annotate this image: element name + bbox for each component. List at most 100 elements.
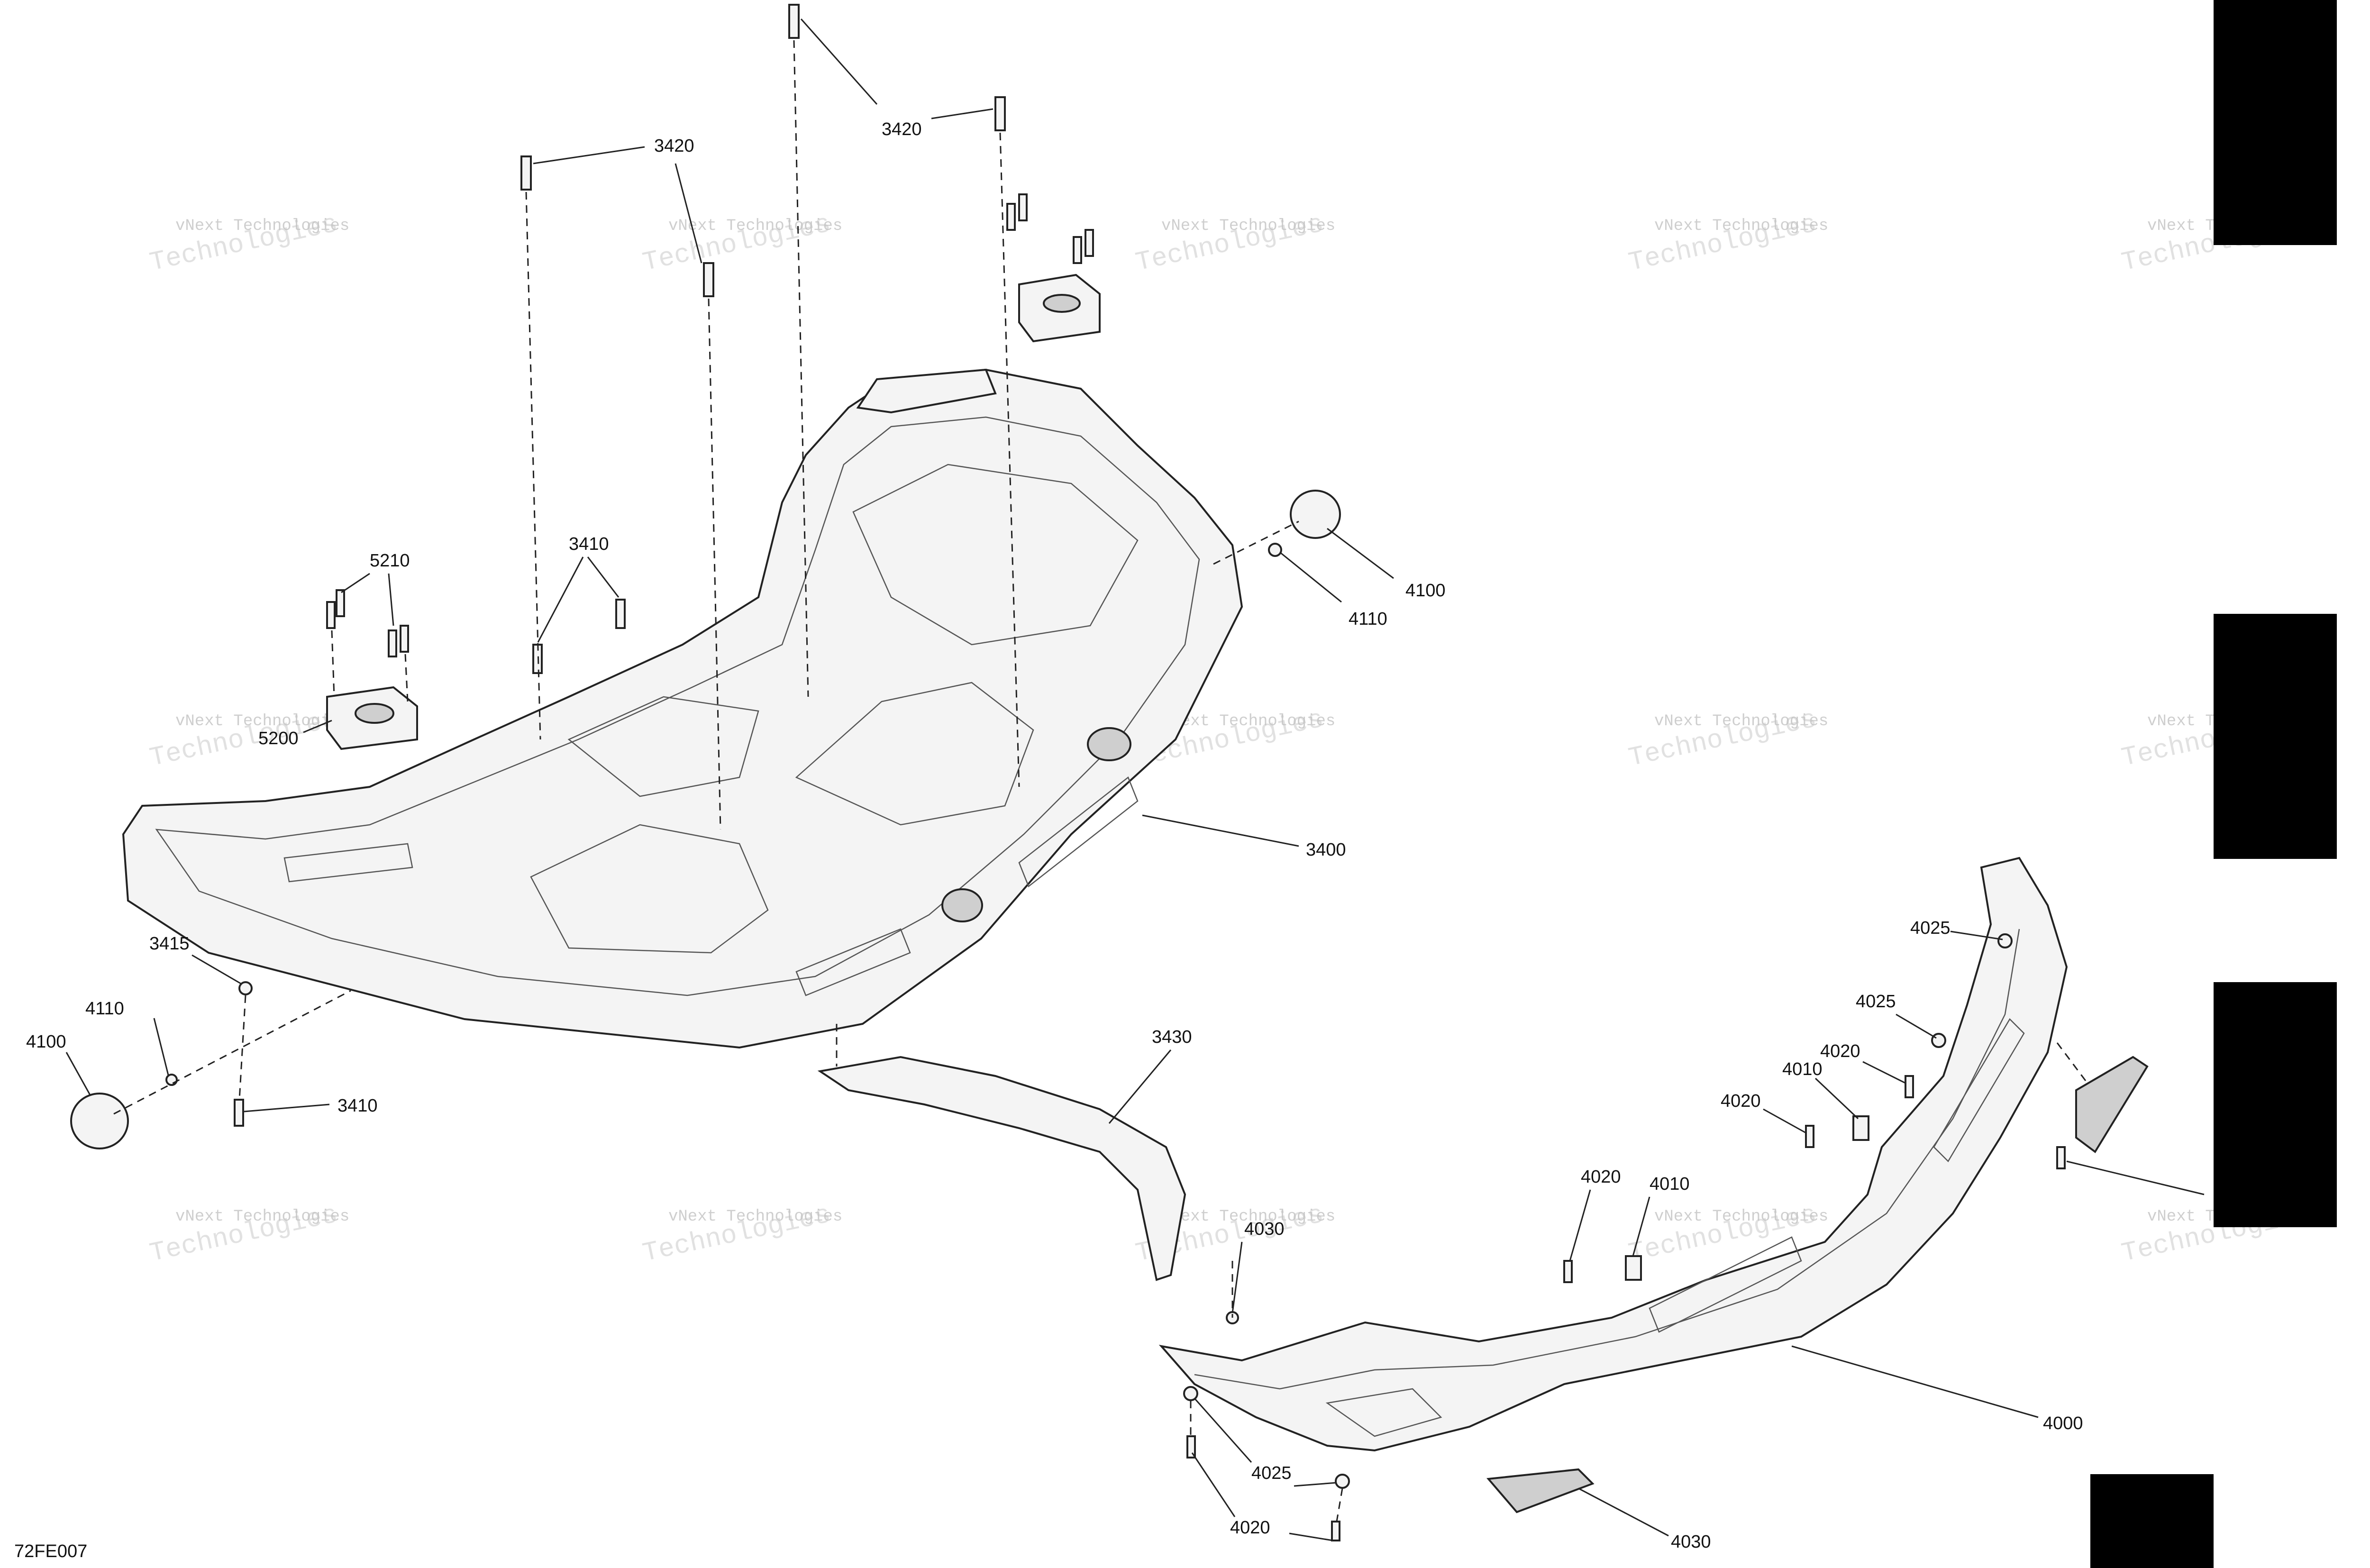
leader-line [1578,1487,1669,1537]
callout-4020: 4020 [1721,1091,1761,1111]
watermark-text: vNext Technologies [1161,1208,1335,1226]
watermark-text: vNext Technologies [1654,217,1828,235]
skid-plate-outline [122,368,1243,1049]
screw [520,155,532,191]
washer [1931,1033,1946,1048]
leader-line [587,556,620,598]
bracket-5200-left [326,686,418,750]
callout-3400: 3400 [1306,840,1346,860]
screw [2056,1146,2066,1169]
skid-plate-rib [1018,776,1139,888]
skid-plate-boss [1087,727,1131,761]
callout-4110: 4110 [85,999,124,1019]
callout-4020: 4020 [1820,1041,1860,1061]
bumper-4000 [1158,857,2068,1452]
callout-4100: 4100 [1405,581,1446,601]
watermark-text: vNext Technologies [668,1208,842,1226]
skid-plate-panel [567,696,759,797]
bumper-rib [1933,1018,2025,1163]
callout-5200: 5200 [258,729,299,748]
callout-3430: 3430 [1152,1027,1192,1047]
index-tab [2090,1474,2214,1568]
callout-4030: 4030 [1244,1219,1285,1239]
washer [1335,1474,1350,1489]
index-tab [2214,614,2337,859]
screw [326,601,336,629]
leader-line [1191,1452,1236,1517]
screw [1563,1260,1573,1283]
screw [615,599,626,629]
bracket-slot [355,703,394,724]
assembly-line [404,654,409,702]
leader-line [1294,1482,1337,1487]
skid-plate-panel [530,824,769,954]
screw [1905,1075,1914,1098]
watermark: vNext Technologies Technologies [1133,209,1335,278]
callout-4020: 4020 [1581,1167,1621,1187]
washer [1183,1386,1198,1401]
leader-line [1950,930,2003,940]
screw [1073,236,1082,264]
leader-line [1289,1532,1333,1541]
assembly-line [1336,1488,1343,1522]
nut [1268,543,1282,557]
index-tab [2214,982,2337,1227]
callout-5210: 5210 [370,551,410,571]
screw [994,96,1006,131]
watermark: vNext Technologies Technologies [147,209,349,278]
callout-4030: 4030 [1671,1532,1711,1552]
assembly-line [999,132,1020,787]
washer [1997,933,2013,948]
leader-line [1279,551,1342,603]
leader-line [1763,1108,1806,1134]
cap-4100-right [1290,490,1341,539]
leader-line [1569,1189,1591,1261]
assembly-line [708,298,721,830]
skid-plate-rear-lip [856,368,997,414]
skid-plate-panel [852,464,1139,646]
callout-4110: 4110 [1349,609,1387,629]
assembly-line [331,630,335,697]
figure-reference: 72FE007 [14,1541,87,1561]
assembly-line [238,995,246,1100]
skid-plate-inner-edge [155,416,1200,996]
leader-line [537,556,584,643]
assembly-line [2056,1042,2087,1081]
leader-line [2066,1160,2205,1195]
callout-3410: 3410 [569,534,609,554]
assembly-line [113,990,351,1115]
clip [1625,1255,1642,1281]
callout-4010: 4010 [1650,1174,1690,1194]
leader-line [1231,1241,1243,1313]
bumper-edge [1194,929,2020,1390]
callout-4010: 4010 [1782,1059,1823,1079]
skid-plate-rib [283,843,413,883]
reflector-4030-right [2075,1056,2149,1153]
bumper-intake [1325,1388,1442,1437]
watermark: vNext Technologies Technologies [1626,209,1828,278]
leader-line [244,1103,330,1112]
callout-4100: 4100 [26,1032,66,1052]
leader-line [65,1052,91,1095]
bumper-rib [1649,1236,1802,1333]
watermark-text: vNext Technologies [1654,1208,1828,1226]
leader-line [1327,528,1394,579]
leader-line [1194,1398,1252,1463]
leader-line [341,573,370,593]
cap-4100-left [70,1093,129,1149]
screw [1085,229,1094,257]
screw [388,629,397,657]
clip [1852,1115,1869,1141]
skid-plate-3400 [122,368,1243,1049]
screw [1018,193,1028,221]
screw [1006,203,1016,231]
callout-4025: 4025 [1856,992,1896,1012]
callout-labels: 3420 3420 5210 3410 5200 4100 4110 3400 … [26,119,2083,1552]
bracket-5200-right [1018,273,1101,343]
callout-3410: 3410 [337,1096,378,1116]
callout-3420: 3420 [882,119,922,139]
leader-line [533,146,645,164]
watermark: vNext Technologies Technologies [147,704,349,773]
leader-line [931,108,994,119]
